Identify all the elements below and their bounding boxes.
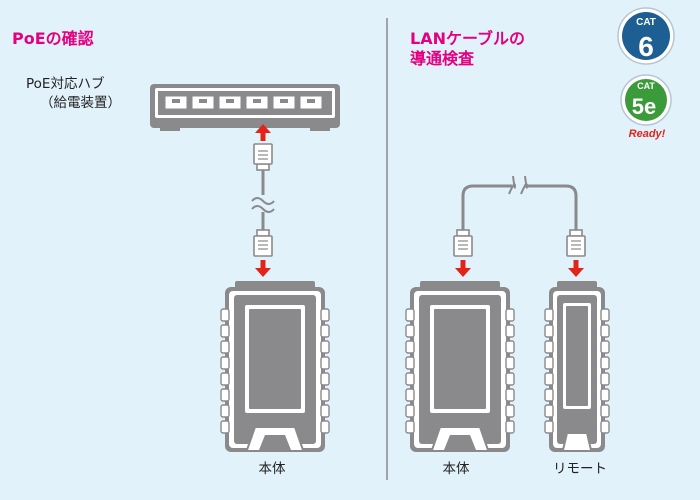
poe-plug-top xyxy=(252,142,274,188)
poe-check-title: PoEの確認 xyxy=(12,29,94,48)
poe-hub-label: PoE対応ハブ （給電装置） xyxy=(26,75,121,113)
lan-continuity-title: LANケーブルの 導通検査 xyxy=(410,29,525,69)
lan-arrow-right xyxy=(568,260,584,277)
cat5e-badge-top: CAT xyxy=(637,81,655,91)
poe-hub-device xyxy=(150,84,340,131)
cat5e-badge-ready: Ready! xyxy=(629,128,666,140)
cat6-badge-number: 6 xyxy=(638,31,654,62)
poe-arrow-down xyxy=(255,260,271,277)
cat5e-badge-number: 5e xyxy=(632,94,656,119)
lan-plug-left xyxy=(452,212,474,258)
left-main-unit-label: 本体 xyxy=(258,461,286,477)
cat6-badge-top: CAT xyxy=(636,17,656,28)
lan-continuity-title-line1: LANケーブルの xyxy=(410,29,526,48)
lan-continuity-title-line2: 導通検査 xyxy=(410,49,475,68)
right-main-unit-label: 本体 xyxy=(442,461,470,477)
lan-cable-loop xyxy=(461,175,578,214)
poe-plug-bottom xyxy=(252,212,274,258)
cat6-badge: CAT 6 xyxy=(617,7,675,65)
remote-tester-body xyxy=(545,281,609,452)
remote-unit-label: リモート xyxy=(553,461,607,477)
lan-arrow-left xyxy=(455,260,471,277)
cat5e-badge: CAT 5e Ready! xyxy=(620,74,672,140)
poe-hub-label-line2: （給電装置） xyxy=(40,95,121,111)
poe-hub-label-line1: PoE対応ハブ xyxy=(26,76,105,92)
cable-break-mark xyxy=(251,197,275,213)
lan-plug-right xyxy=(565,212,587,258)
right-tester-main-body xyxy=(406,281,514,452)
left-tester-main-body xyxy=(221,281,329,452)
